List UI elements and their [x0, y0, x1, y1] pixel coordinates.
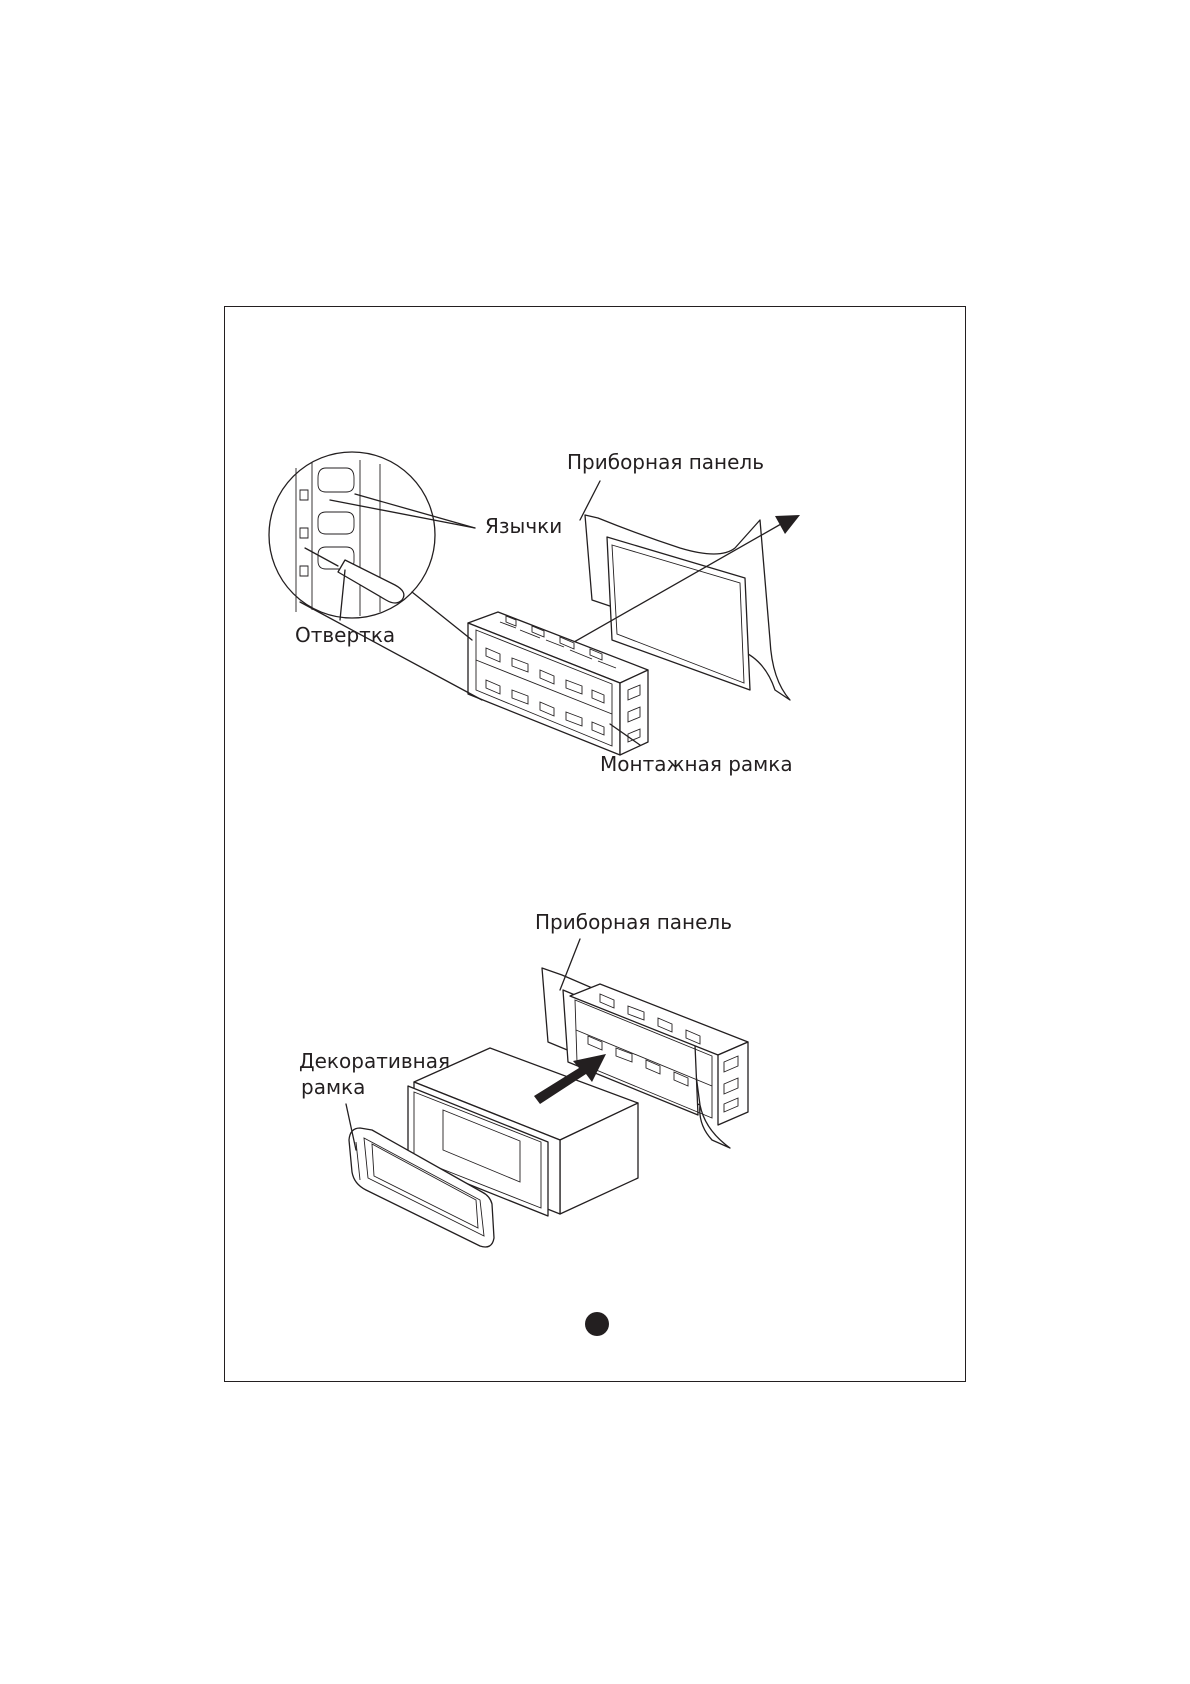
label-mounting-frame: Монтажная рамка: [600, 752, 793, 776]
decorative-trim-frame: [348, 1127, 495, 1248]
pull-arrow: [559, 515, 800, 651]
insert-arrow: [534, 1054, 606, 1104]
arrow-icon: [775, 515, 800, 534]
label-dashboard-2: Приборная панель: [535, 910, 732, 934]
mounting-frame-cage: [467, 611, 649, 756]
figure-1-remove-frame: Приборная панель Язычки Отвертка Монтажн…: [268, 450, 800, 776]
screwdriver: [337, 559, 405, 604]
figure-2-install-unit: Приборная панель Декоративная рамка: [299, 910, 749, 1248]
detail-magnifier: [268, 451, 483, 701]
label-decorative-frame-line2: рамка: [301, 1075, 365, 1099]
label-tabs: Язычки: [485, 514, 562, 538]
label-decorative-frame-line1: Декоративная: [299, 1049, 450, 1073]
page-frame: [224, 306, 966, 1382]
head-unit: [407, 1047, 639, 1217]
filled-circle-icon: [585, 1312, 609, 1336]
dashboard-panel-2: [541, 967, 749, 1149]
dashboard-panel: [584, 514, 791, 701]
label-screwdriver: Отвертка: [295, 623, 395, 647]
label-dashboard-1: Приборная панель: [567, 450, 764, 474]
